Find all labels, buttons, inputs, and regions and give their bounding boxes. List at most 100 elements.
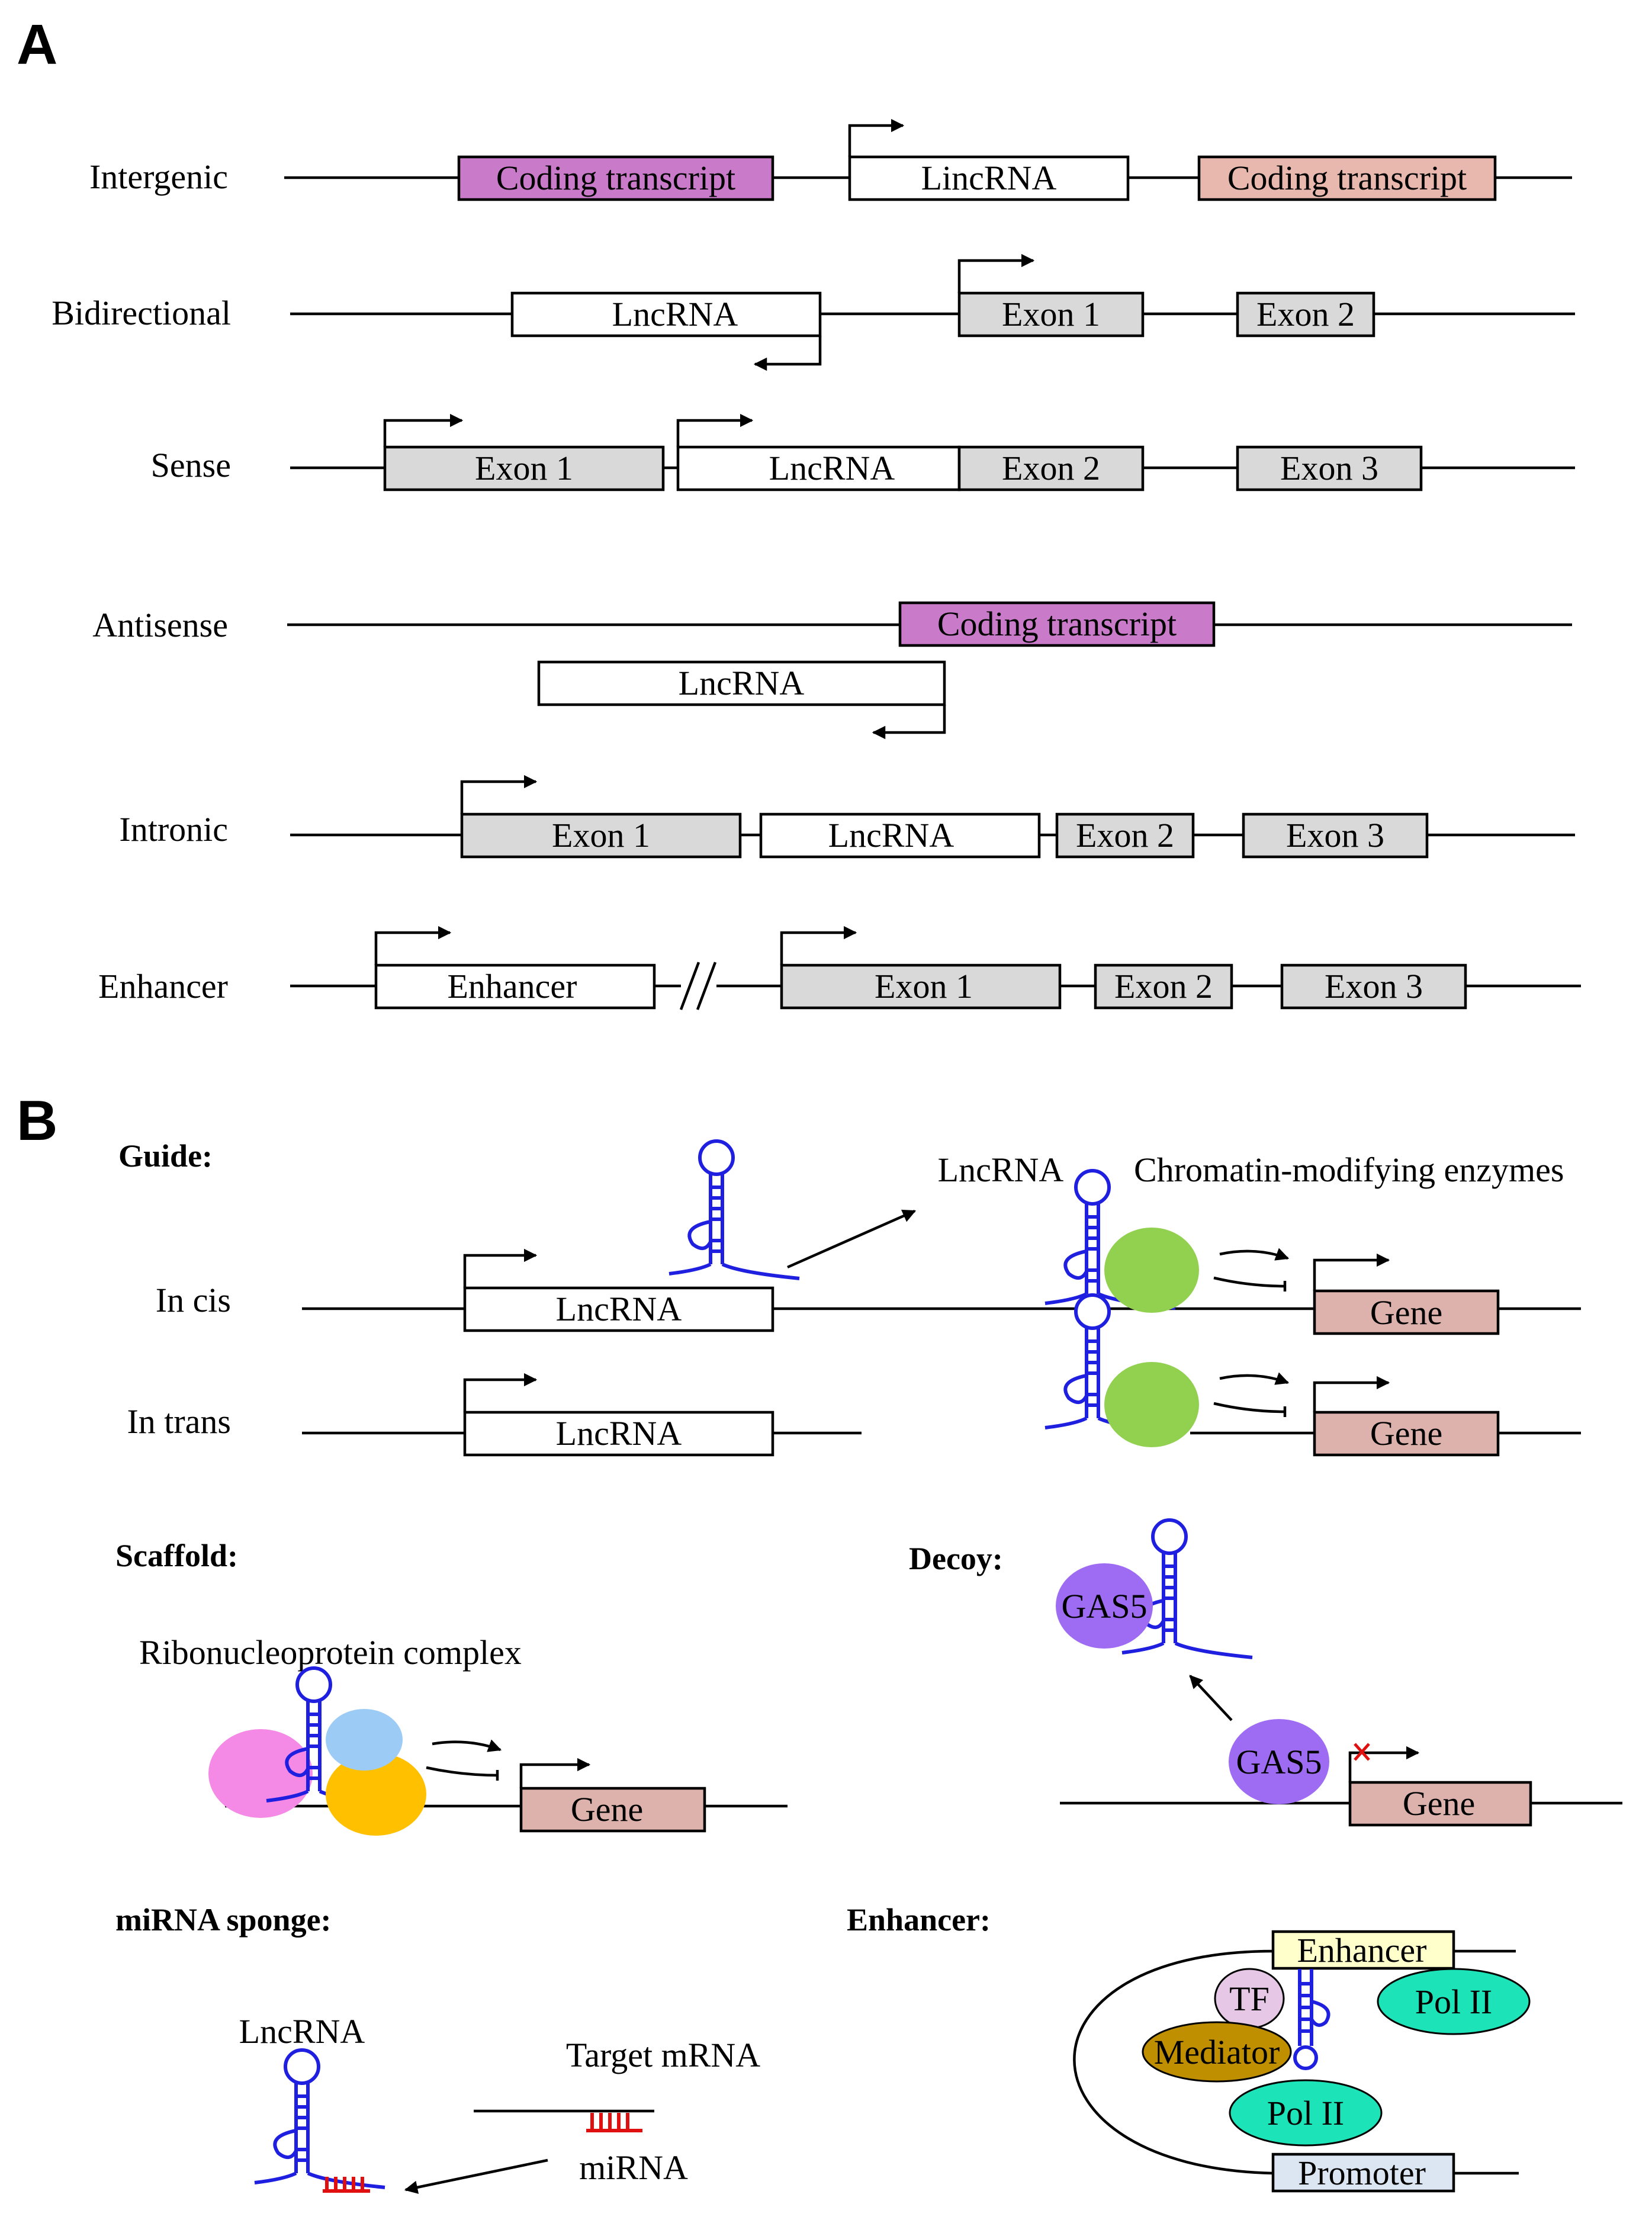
tss-arrow xyxy=(1348,1746,1420,1782)
row-intergenic: Intergenic Coding transcript LincRNA Cod… xyxy=(89,118,1572,201)
decoy-section: Decoy: GAS5 GAS5 Gene xyxy=(909,1520,1622,1827)
row-label-antisense: Antisense xyxy=(92,606,228,644)
exon-label: Exon 1 xyxy=(875,967,973,1005)
mirna-label: miRNA xyxy=(579,2148,688,2187)
exon-label: Exon 2 xyxy=(1076,816,1174,854)
exon-label: Exon 1 xyxy=(1002,295,1100,333)
coding-transcript-box-right xyxy=(1197,155,1497,201)
guide-section: Guide: LncRNA Chromatin-modifying enzyme… xyxy=(118,1138,1581,1457)
scaffold-title: Scaffold: xyxy=(115,1538,238,1573)
decoy-gene-box xyxy=(1348,1781,1532,1827)
exon-label: Exon 2 xyxy=(1256,295,1355,333)
row-sense: Sense Exon 1 LncRNA Exon 2 Exon 3 xyxy=(151,413,1575,491)
coding-transcript-label-right: Coding transcript xyxy=(1227,159,1467,197)
cis-lncrna-box xyxy=(463,1286,774,1332)
pol-ii-promoter xyxy=(1229,2079,1383,2147)
exon-box xyxy=(780,963,1062,1010)
lncrna-label: LncRNA xyxy=(679,664,805,702)
break-mark xyxy=(696,962,717,1010)
tss-arrow xyxy=(1313,1253,1390,1291)
rnp-protein-orange xyxy=(326,1753,426,1836)
exon-label: Exon 1 xyxy=(475,449,573,487)
activation-arrow xyxy=(432,1739,502,1752)
row-label-bidirectional: Bidirectional xyxy=(52,294,231,332)
tss-arrow-reverse xyxy=(753,336,822,371)
repression-bar xyxy=(1213,1402,1287,1418)
blocked-cross-icon xyxy=(1354,1743,1370,1761)
sequester-arrow xyxy=(1189,1675,1233,1721)
lncrna-box xyxy=(537,660,946,706)
exon-box xyxy=(1055,812,1195,859)
rnp-protein-blue xyxy=(326,1709,403,1771)
enhancer-box-label: Enhancer xyxy=(1297,1931,1427,1970)
lncrna-label: LncRNA xyxy=(828,816,954,854)
tss-arrow xyxy=(383,413,464,447)
release-arrow xyxy=(787,1209,917,1269)
decoy-title: Decoy: xyxy=(909,1541,1003,1576)
exon-box xyxy=(1236,445,1423,491)
promoter-box xyxy=(1271,2152,1455,2193)
ribonucleoprotein-complex-label: Ribonucleoprotein complex xyxy=(139,1633,522,1672)
row-label-enhancer: Enhancer xyxy=(98,967,228,1005)
exon-box xyxy=(1242,812,1429,859)
exon-box xyxy=(383,445,665,491)
activation-arrow xyxy=(1219,1372,1290,1385)
gas5-bound-label: GAS5 xyxy=(1061,1587,1147,1625)
row-label-intronic: Intronic xyxy=(119,810,228,849)
cis-lncrna-label: LncRNA xyxy=(556,1290,682,1328)
coding-transcript-label: Coding transcript xyxy=(937,605,1177,643)
scaffold-section: Scaffold: Ribonucleoprotein complex Gene xyxy=(115,1538,788,1836)
row-bidirectional: Bidirectional LncRNA Exon 1 Exon 2 xyxy=(52,253,1575,371)
exon-label: Exon 2 xyxy=(1114,967,1213,1005)
target-base-pairs xyxy=(590,2113,629,2129)
row-label-sense: Sense xyxy=(151,446,231,484)
guide-title: Guide: xyxy=(118,1138,213,1174)
tss-arrow xyxy=(374,926,452,965)
row-label-intergenic: Intergenic xyxy=(89,158,228,196)
in-trans-label: In trans xyxy=(127,1402,231,1441)
guide-lncrna-label: LncRNA xyxy=(938,1151,1064,1189)
activation-arrow xyxy=(1219,1248,1290,1261)
enhancer-title: Enhancer: xyxy=(847,1902,991,1938)
exon-label: Exon 3 xyxy=(1280,449,1378,487)
exon-box xyxy=(957,445,1145,491)
cis-gene-label: Gene xyxy=(1370,1293,1442,1332)
coding-transcript-box-left xyxy=(457,155,774,201)
trans-lncrna-label: LncRNA xyxy=(556,1414,682,1453)
exon-box xyxy=(1236,291,1375,338)
enhancer-rna-hairpin xyxy=(1293,1969,1330,2070)
trans-gene-label: Gene xyxy=(1370,1414,1442,1453)
enhancer-box xyxy=(374,963,656,1010)
tss-arrow-reverse xyxy=(872,705,946,740)
enhancer-box xyxy=(1271,1930,1455,1970)
tss-arrow xyxy=(848,118,905,157)
break-mark xyxy=(679,962,700,1010)
cis-transcribed-rna-hairpin xyxy=(669,1141,799,1278)
exon-box xyxy=(460,812,742,859)
tss-arrow xyxy=(460,775,538,814)
lincrna-box xyxy=(848,155,1130,201)
pol-ii-enhancer-label: Pol II xyxy=(1415,1983,1493,2021)
sponge-arrow xyxy=(404,2158,548,2194)
exon-box xyxy=(1280,963,1467,1010)
lncrna-box xyxy=(676,445,961,491)
tf-label: TF xyxy=(1229,1980,1269,2018)
mediator-label: Mediator xyxy=(1154,2033,1280,2071)
row-enhancer: Enhancer Enhancer Exon 1 Exon 2 Exon 3 xyxy=(98,926,1581,1010)
lncrna-box xyxy=(510,291,822,338)
pol-ii-enhancer xyxy=(1377,1968,1531,2035)
panel-a-letter: A xyxy=(17,13,57,76)
chromatin-enzyme-cis xyxy=(1104,1228,1199,1313)
scaffold-gene-box xyxy=(519,1787,706,1833)
mediator-protein xyxy=(1142,2021,1292,2083)
row-intronic: Intronic Exon 1 LncRNA Exon 2 Exon 3 xyxy=(119,775,1575,859)
pol-ii-promoter-label: Pol II xyxy=(1267,2094,1345,2132)
trans-lncrna-box xyxy=(463,1411,774,1457)
sponge-lncrna-label: LncRNA xyxy=(239,2012,365,2051)
exon-label: Exon 2 xyxy=(1002,449,1100,487)
sponge-rna-hairpin xyxy=(255,2050,385,2187)
in-cis-label: In cis xyxy=(156,1281,231,1319)
chromatin-enzyme-trans xyxy=(1104,1362,1199,1447)
tss-arrow xyxy=(957,253,1035,293)
